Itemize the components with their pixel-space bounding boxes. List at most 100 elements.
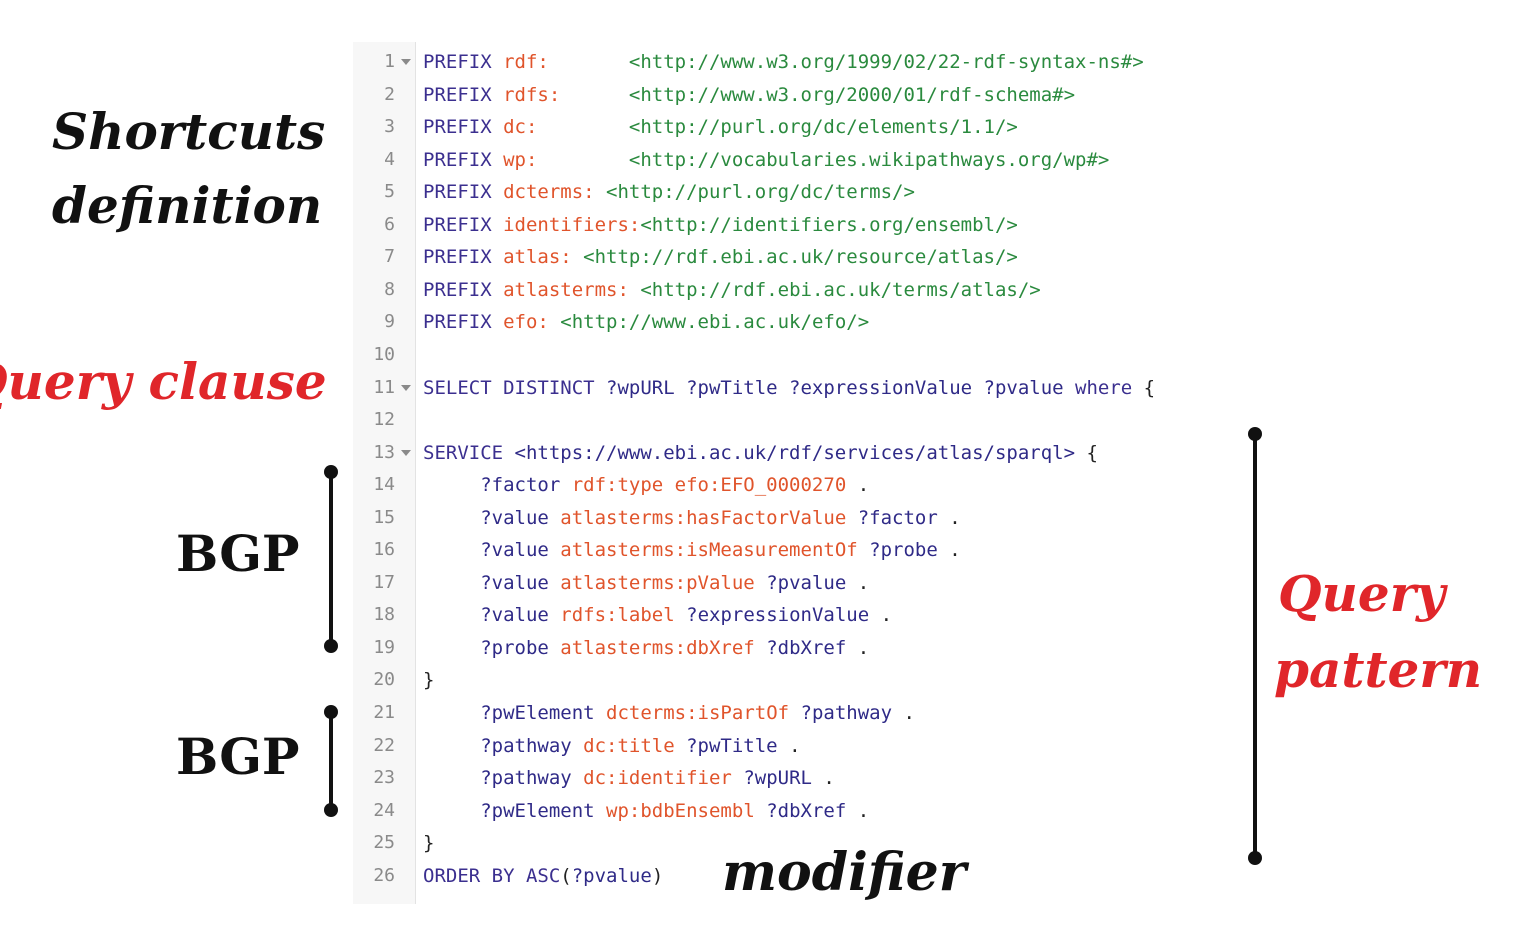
code-token: where [1075,376,1133,399]
gutter-line: 9 [353,306,415,339]
gutter-line: 2 [353,79,415,112]
gutter-line: 16 [353,534,415,567]
code-token: PREFIX [423,181,504,204]
code-token [423,539,480,561]
line-number: 4 [384,148,395,170]
code-line[interactable]: ?pathway dc:identifier ?wpURL . [423,762,835,795]
code-token: . [937,506,961,529]
code-token: ?value [480,604,561,627]
code-token: <http://identifiers.org/ensembl/> [640,213,1018,236]
code-line[interactable]: ?probe atlasterms:dbXref ?dbXref . [423,632,869,665]
code-token: ?factor [480,474,572,497]
line-number: 7 [384,246,395,268]
code-token: efo: [503,311,561,334]
code-token: atlasterms:dbXref [560,636,767,659]
code-line[interactable]: PREFIX identifiers:<http://identifiers.o… [423,209,1018,242]
gutter-line: 3 [353,111,415,144]
gutter-line: 15 [353,502,415,535]
line-number: 22 [373,734,395,756]
gutter-line: 7 [353,241,415,274]
code-line[interactable]: ORDER BY ASC(?pvalue) [423,860,663,893]
line-number: 25 [373,832,395,854]
fold-toggle-icon[interactable] [401,384,411,391]
gutter-line: 24 [353,795,415,828]
bgp-2-bracket-line [329,712,333,810]
code-content[interactable]: PREFIX rdf: <http://www.w3.org/1999/02/2… [423,42,1283,904]
line-number: 21 [373,702,395,723]
code-token: wp: [503,148,629,171]
code-line[interactable]: ?pwElement wp:bdbEnsembl ?dbXref . [423,795,869,828]
code-token: <http://purl.org/dc/elements/1.1/> [628,116,1018,139]
code-token: ?pathway [800,702,893,724]
code-line[interactable]: PREFIX rdf: <http://www.w3.org/1999/02/2… [423,46,1144,79]
code-token: PREFIX [423,278,504,301]
line-number: 10 [373,343,395,365]
code-line[interactable]: PREFIX dc: <http://purl.org/dc/elements/… [423,111,1018,144]
gutter-line: 26 [353,860,415,893]
line-number: 2 [384,83,395,105]
code-token [423,507,480,529]
code-token: dc: [503,116,629,139]
code-token: ?value [480,506,561,529]
code-line[interactable]: SERVICE <https://www.ebi.ac.uk/rdf/servi… [423,437,1098,470]
code-line[interactable]: PREFIX atlasterms: <http://rdf.ebi.ac.uk… [423,274,1041,307]
code-token: atlasterms:isMeasurementOf [560,539,870,562]
code-token: atlasterms:hasFactorValue [560,506,858,529]
code-token [423,637,480,659]
code-token: <http://www.w3.org/2000/01/rdf-schema#> [628,83,1076,106]
code-token: ?wpURL ?pwTitle ?expressionValue ?pvalue [606,376,1076,399]
code-line[interactable]: ?value atlasterms:isMeasurementOf ?probe… [423,534,960,567]
code-token: ?probe [480,636,561,659]
gutter-line: 19 [353,632,415,665]
code-line[interactable]: ?value atlasterms:hasFactorValue ?factor… [423,502,961,535]
line-number: 16 [373,539,395,561]
code-token: . [777,734,801,757]
line-number: 26 [373,864,395,886]
code-line[interactable]: PREFIX atlas: <http://rdf.ebi.ac.uk/reso… [423,241,1018,274]
gutter-line: 4 [353,144,415,177]
line-number: 9 [384,311,395,333]
code-token: ?pvalue [571,864,652,887]
code-line[interactable]: PREFIX wp: <http://vocabularies.wikipath… [423,144,1109,177]
code-line[interactable]: SELECT DISTINCT ?wpURL ?pwTitle ?express… [423,372,1155,405]
annotation-pattern: pattern [1274,640,1483,699]
gutter-line: 8 [353,274,415,307]
code-token: . [811,767,835,790]
code-line[interactable]: } [423,664,434,697]
gutter-line: 18 [353,599,415,632]
code-token: ?value [480,539,561,562]
code-token: <http://www.ebi.ac.uk/efo/> [560,311,870,334]
code-line[interactable]: ?pathway dc:title ?pwTitle . [423,730,801,763]
code-token: dcterms:isPartOf [606,702,801,724]
line-number: 11 [373,376,395,398]
bgp-1-bracket-bottom-dot [324,639,338,653]
code-line[interactable]: ?value atlasterms:pValue ?pvalue . [423,567,869,600]
code-line[interactable]: PREFIX dcterms: <http://purl.org/dc/term… [423,176,915,209]
code-line[interactable]: ?pwElement dcterms:isPartOf ?pathway . [423,697,915,730]
code-token: ?value [480,571,561,594]
line-number: 14 [373,474,395,496]
code-token: <http://rdf.ebi.ac.uk/resource/atlas/> [583,246,1018,269]
code-token: ) [651,864,664,887]
line-number: 20 [373,669,395,691]
code-token: ?pvalue [766,571,847,594]
line-number: 6 [384,213,395,235]
gutter-line: 5 [353,176,415,209]
code-token: ORDER BY ASC [423,864,561,887]
code-line[interactable]: PREFIX efo: <http://www.ebi.ac.uk/efo/> [423,306,869,339]
code-token: . [892,702,915,724]
gutter-line: 14 [353,469,415,502]
code-token: SELECT DISTINCT [423,376,607,399]
code-token: <http://www.w3.org/1999/02/22-rdf-syntax… [628,51,1144,73]
code-token: . [846,474,870,497]
gutter-line: 21 [353,697,415,730]
fold-toggle-icon[interactable] [401,449,411,456]
code-line[interactable]: } [423,827,434,860]
code-line[interactable]: ?value rdfs:label ?expressionValue . [423,599,892,632]
code-line[interactable]: ?factor rdf:type efo:EFO_0000270 . [423,469,869,502]
code-line[interactable]: PREFIX rdfs: <http://www.w3.org/2000/01/… [423,79,1075,112]
line-number: 8 [384,278,395,300]
line-number: 17 [373,571,395,593]
fold-toggle-icon[interactable] [401,59,411,65]
